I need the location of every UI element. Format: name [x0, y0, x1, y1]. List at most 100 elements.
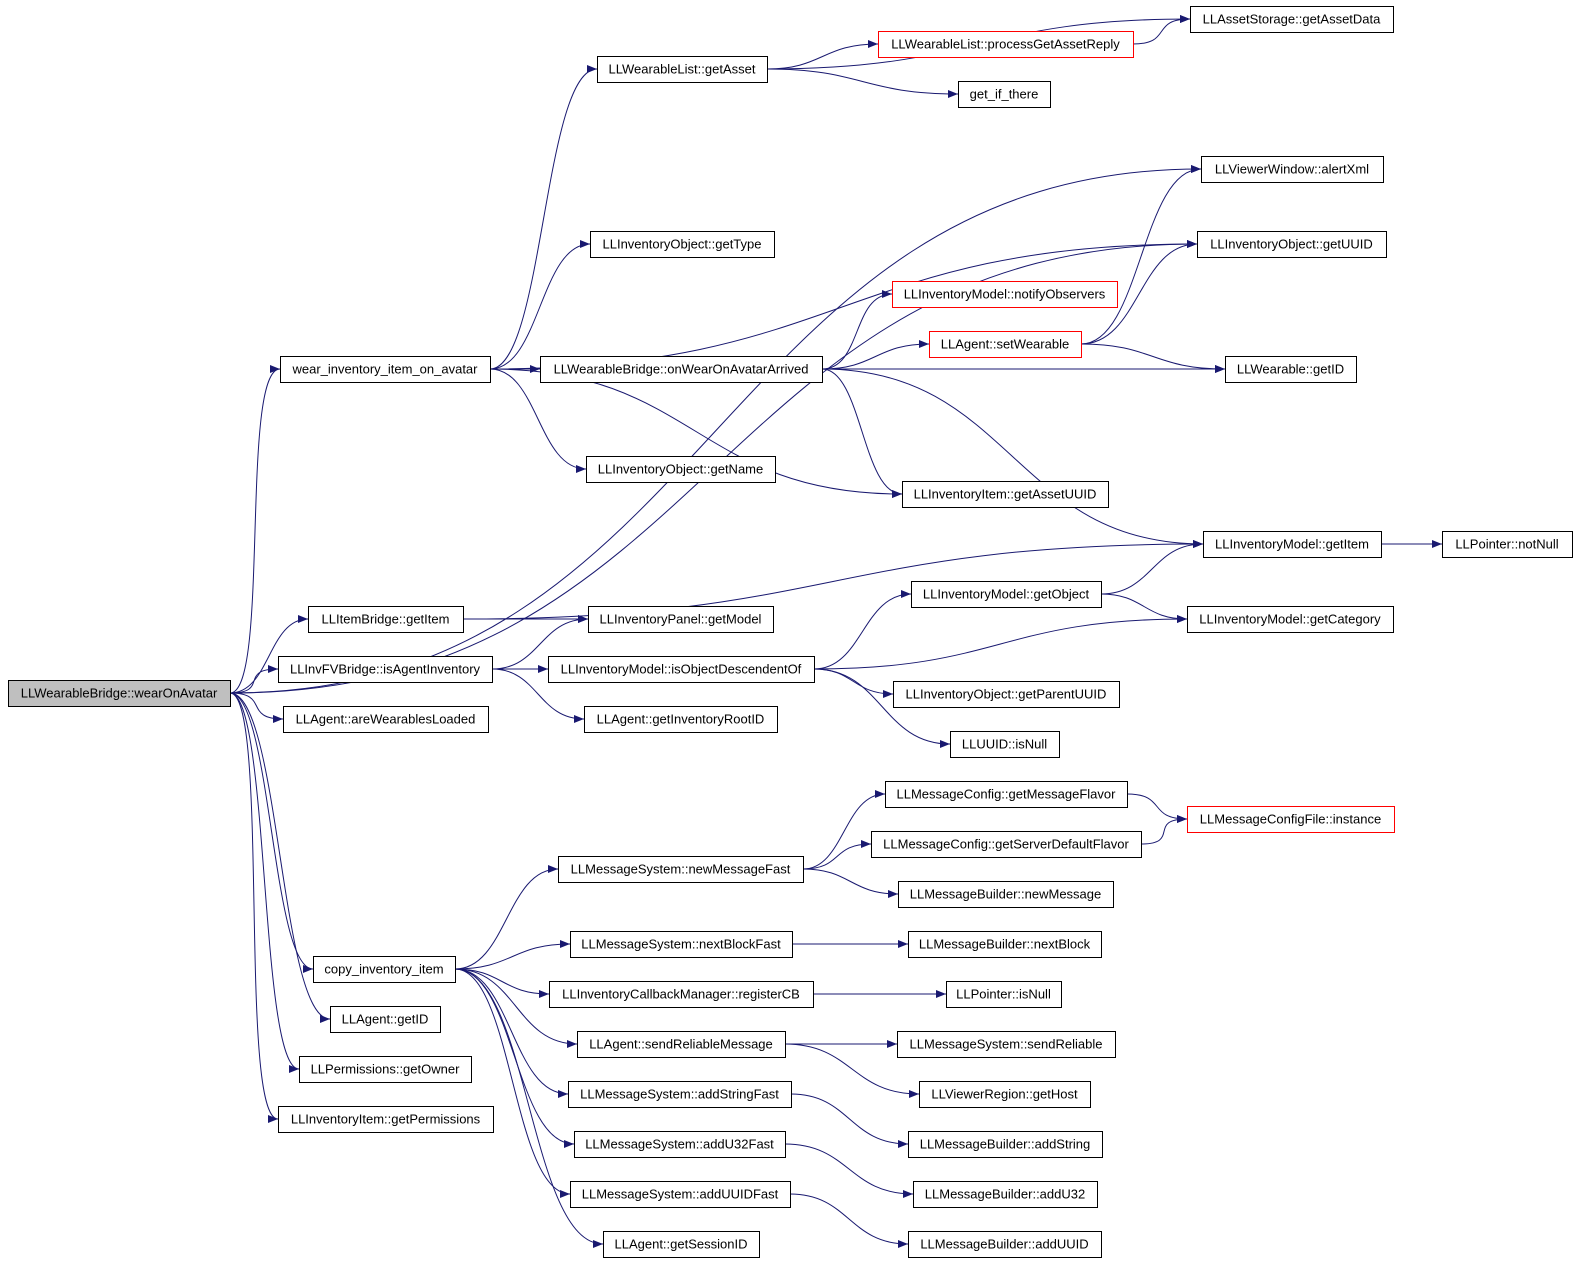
node-llinventory-model-get-object[interactable]: LLInventoryModel::getObject — [911, 581, 1102, 608]
node-box — [548, 656, 815, 683]
node-llinventory-callback-manager-register-cb[interactable]: LLInventoryCallbackManager::registerCB — [549, 981, 814, 1008]
node-llmessage-builder-add-uuid[interactable]: LLMessageBuilder::addUUID — [908, 1231, 1102, 1258]
node-llagent-get-id[interactable]: LLAgent::getID — [330, 1006, 441, 1033]
node-llinventory-model-get-category[interactable]: LLInventoryModel::getCategory — [1187, 606, 1394, 633]
node-llmessage-builder-add-string[interactable]: LLMessageBuilder::addString — [908, 1131, 1103, 1158]
node-box — [570, 1181, 791, 1208]
node-llagent-set-wearable[interactable]: LLAgent::setWearable — [929, 331, 1082, 358]
node-box — [313, 956, 456, 983]
node-llwearable-list-process-get-asset-reply[interactable]: LLWearableList::processGetAssetReply — [878, 31, 1134, 58]
node-label: LLWearableBridge::wearOnAvatar — [21, 686, 218, 701]
node-llasset-storage-get-asset-data[interactable]: LLAssetStorage::getAssetData — [1190, 6, 1394, 33]
node-copy-inventory-item[interactable]: copy_inventory_item — [313, 956, 456, 983]
node-label: LLMessageBuilder::addU32 — [925, 1187, 1085, 1202]
node-label: LLAgent::sendReliableMessage — [589, 1037, 773, 1052]
node-label: copy_inventory_item — [324, 962, 443, 977]
node-llpermissions-get-owner[interactable]: LLPermissions::getOwner — [299, 1056, 472, 1083]
node-get-if-there[interactable]: get_if_there — [958, 81, 1051, 108]
node-llwearable-list-get-asset[interactable]: LLWearableList::getAsset — [597, 56, 768, 83]
edge-llwearable-list-get-asset-to-llwearable-list-process-get-asset-reply — [766, 40, 879, 70]
node-label: LLInventoryItem::getPermissions — [291, 1112, 481, 1127]
node-label: LLInventoryObject::getUUID — [1210, 237, 1373, 252]
node-box — [577, 1031, 786, 1058]
node-llinventory-item-get-asset-uuid[interactable]: LLInventoryItem::getAssetUUID — [902, 481, 1109, 508]
edge-llmessage-system-add-string-fast-to-llmessage-builder-add-string — [790, 1093, 909, 1148]
node-llmessage-system-add-uuidfast[interactable]: LLMessageSystem::addUUIDFast — [570, 1181, 791, 1208]
node-label: LLInventoryPanel::getModel — [600, 612, 762, 627]
edge-llinventory-model-is-object-descendent-of-to-lluuid-is-null — [813, 668, 951, 748]
edge-llinventory-model-is-object-descendent-of-to-llinventory-model-get-object — [813, 590, 912, 670]
node-box — [570, 931, 793, 958]
node-llagent-send-reliable-message[interactable]: LLAgent::sendReliableMessage — [577, 1031, 786, 1058]
node-llinv-fvbridge-is-agent-inventory[interactable]: LLInvFVBridge::isAgentInventory — [278, 656, 493, 683]
node-box — [597, 56, 768, 83]
node-llinventory-panel-get-model[interactable]: LLInventoryPanel::getModel — [588, 606, 774, 633]
node-box — [590, 231, 775, 258]
node-llinventory-model-is-object-descendent-of[interactable]: LLInventoryModel::isObjectDescendentOf — [548, 656, 815, 683]
edge-copy-inventory-item-to-llmessage-system-next-block-fast — [454, 940, 571, 970]
node-wear-inventory-item-on-avatar[interactable]: wear_inventory_item_on_avatar — [280, 356, 491, 383]
node-label: LLUUID::isNull — [962, 737, 1047, 752]
node-label: LLInventoryObject::getParentUUID — [906, 687, 1107, 702]
edge-llwearable-list-get-asset-to-get-if-there — [766, 68, 959, 98]
node-llinventory-model-notify-observers[interactable]: LLInventoryModel::notifyObservers — [892, 281, 1118, 308]
node-llmessage-system-add-u32fast[interactable]: LLMessageSystem::addU32Fast — [574, 1131, 786, 1158]
node-label: LLAgent::areWearablesLoaded — [296, 712, 476, 727]
edge-wear-inventory-item-on-avatar-to-llwearable-list-get-asset — [489, 65, 598, 370]
node-label: LLInventoryItem::getAssetUUID — [914, 487, 1097, 502]
node-lluuid-is-null[interactable]: LLUUID::isNull — [950, 731, 1060, 758]
node-box — [897, 1031, 1116, 1058]
node-box — [1201, 156, 1384, 183]
node-box — [278, 1106, 494, 1133]
node-llinventory-object-get-type[interactable]: LLInventoryObject::getType — [590, 231, 775, 258]
edge-llmessage-system-new-message-fast-to-llmessage-config-get-message-flavor — [802, 790, 886, 870]
node-label: LLAgent::setWearable — [941, 337, 1069, 352]
node-llmessage-system-add-string-fast[interactable]: LLMessageSystem::addStringFast — [568, 1081, 792, 1108]
node-box — [898, 881, 1114, 908]
node-llagent-are-wearables-loaded[interactable]: LLAgent::areWearablesLoaded — [283, 706, 489, 733]
node-llwearable-bridge-wear-on-avatar[interactable]: LLWearableBridge::wearOnAvatar — [8, 680, 231, 707]
node-llinventory-model-get-item[interactable]: LLInventoryModel::getItem — [1203, 531, 1382, 558]
node-box — [908, 931, 1102, 958]
node-llwearable-bridge-on-wear-on-avatar-arrived[interactable]: LLWearableBridge::onWearOnAvatarArrived — [540, 356, 823, 383]
node-box — [330, 1006, 441, 1033]
node-llinventory-object-get-parent-uuid[interactable]: LLInventoryObject::getParentUUID — [893, 681, 1120, 708]
node-llinventory-object-get-uuid[interactable]: LLInventoryObject::getUUID — [1197, 231, 1387, 258]
node-llpointer-not-null[interactable]: LLPointer::notNull — [1442, 531, 1573, 558]
node-llmessage-builder-add-u32[interactable]: LLMessageBuilder::addU32 — [913, 1181, 1098, 1208]
node-llviewer-region-get-host[interactable]: LLViewerRegion::getHost — [919, 1081, 1091, 1108]
edge-llinventory-model-is-object-descendent-of-to-llinventory-object-get-parent-uuid — [813, 668, 894, 698]
node-label: LLInventoryModel::getObject — [923, 587, 1090, 602]
node-label: LLWearableList::processGetAssetReply — [891, 37, 1120, 52]
node-box — [549, 981, 814, 1008]
edge-llwearable-bridge-wear-on-avatar-to-llinventory-item-get-permissions — [229, 692, 279, 1123]
node-llinventory-object-get-name[interactable]: LLInventoryObject::getName — [586, 456, 776, 483]
edges-layer — [229, 15, 1442, 1248]
edge-llinv-fvbridge-is-agent-inventory-to-llinventory-panel-get-model — [491, 615, 589, 670]
node-llpointer-is-null[interactable]: LLPointer::isNull — [946, 981, 1062, 1008]
node-box — [950, 731, 1060, 758]
node-llmessage-system-next-block-fast[interactable]: LLMessageSystem::nextBlockFast — [570, 931, 793, 958]
node-llmessage-config-file-instance[interactable]: LLMessageConfigFile::instance — [1187, 806, 1395, 833]
node-llagent-get-inventory-root-id[interactable]: LLAgent::getInventoryRootID — [584, 706, 778, 733]
node-llitem-bridge-get-item[interactable]: LLItemBridge::getItem — [308, 606, 464, 633]
node-llmessage-system-send-reliable[interactable]: LLMessageSystem::sendReliable — [897, 1031, 1116, 1058]
node-llagent-get-session-id[interactable]: LLAgent::getSessionID — [603, 1231, 760, 1258]
node-llmessage-config-get-message-flavor[interactable]: LLMessageConfig::getMessageFlavor — [885, 781, 1128, 808]
node-label: LLItemBridge::getItem — [322, 612, 450, 627]
node-llmessage-builder-next-block[interactable]: LLMessageBuilder::nextBlock — [908, 931, 1102, 958]
edge-llmessage-system-add-uuidfast-to-llmessage-builder-add-uuid — [789, 1193, 909, 1248]
node-llwearable-get-id[interactable]: LLWearable::getID — [1225, 356, 1357, 383]
node-llinventory-item-get-permissions[interactable]: LLInventoryItem::getPermissions — [278, 1106, 494, 1133]
node-box — [280, 356, 491, 383]
node-box — [878, 31, 1134, 58]
edge-copy-inventory-item-to-llmessage-system-add-string-fast — [454, 968, 569, 1098]
node-label: LLMessageSystem::nextBlockFast — [581, 937, 781, 952]
node-box — [919, 1081, 1091, 1108]
node-llmessage-config-get-server-default-flavor[interactable]: LLMessageConfig::getServerDefaultFlavor — [871, 831, 1142, 858]
node-label: LLMessageConfigFile::instance — [1200, 812, 1381, 827]
node-llmessage-system-new-message-fast[interactable]: LLMessageSystem::newMessageFast — [558, 856, 804, 883]
node-llmessage-builder-new-message[interactable]: LLMessageBuilder::newMessage — [898, 881, 1114, 908]
node-label: LLMessageBuilder::addString — [920, 1137, 1091, 1152]
node-llviewer-window-alert-xml[interactable]: LLViewerWindow::alertXml — [1201, 156, 1384, 183]
